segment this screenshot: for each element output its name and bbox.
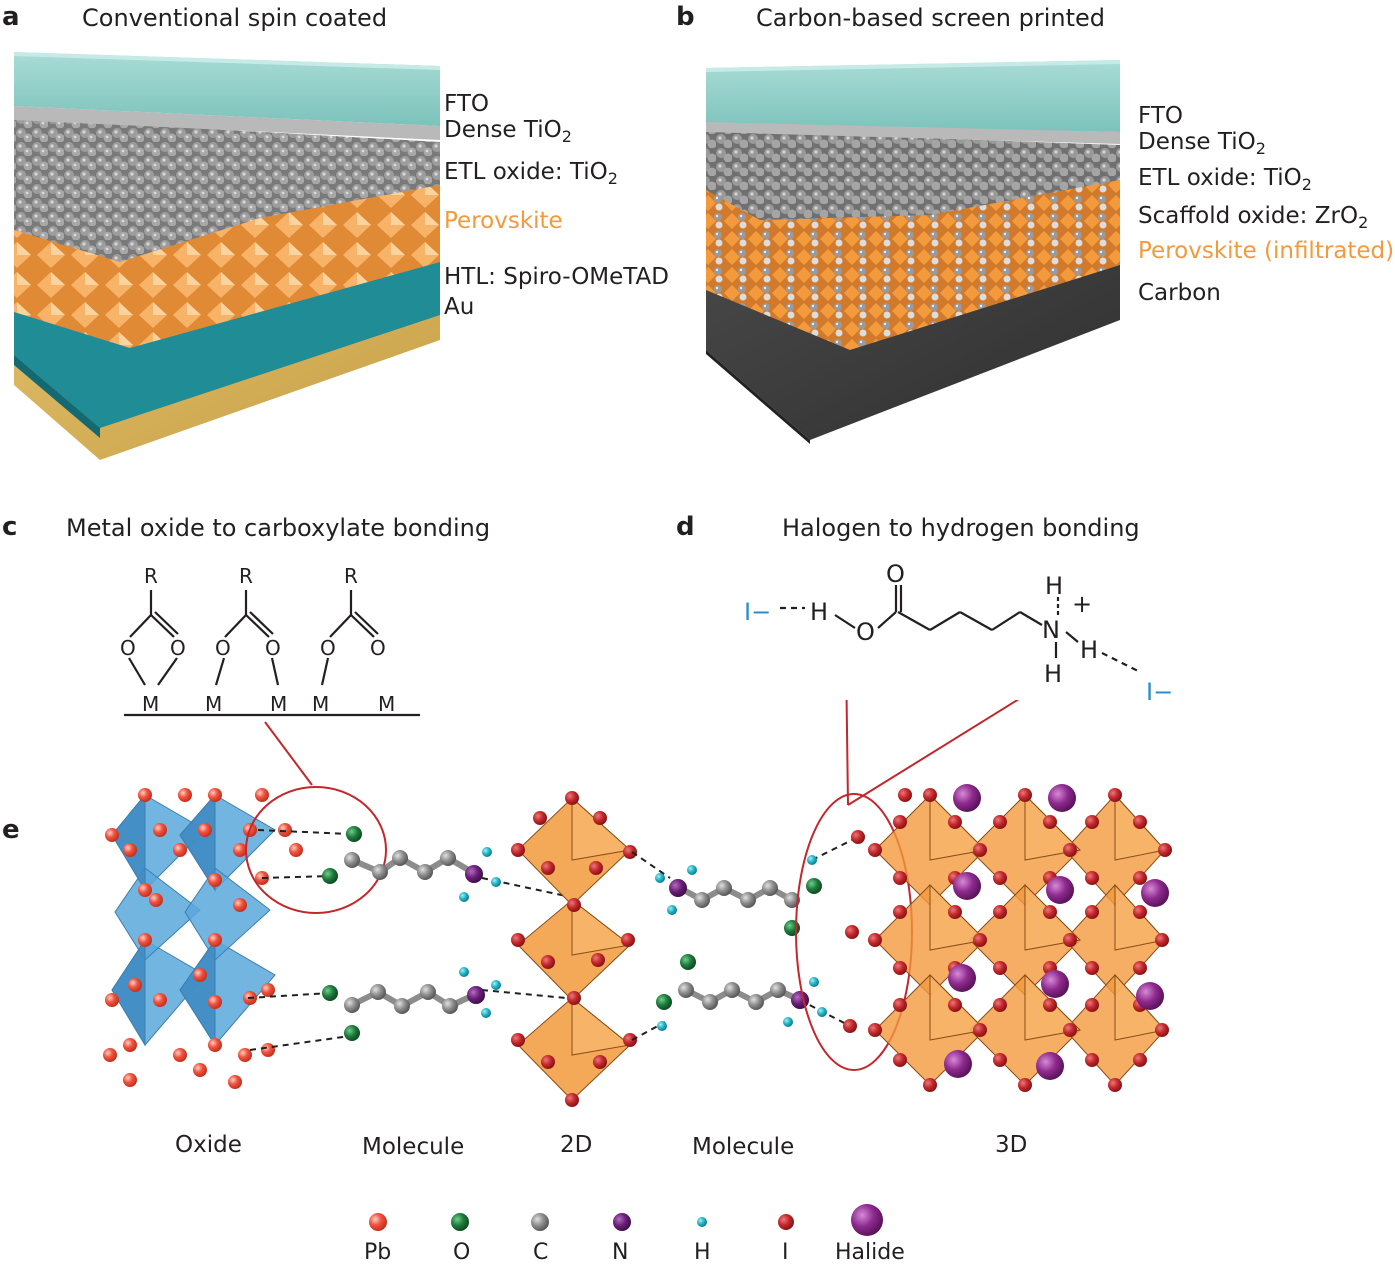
panel-a-label: a (2, 2, 20, 32)
oxygen-2b: O (265, 636, 281, 660)
2d-perovskite-octahedra (517, 796, 632, 1101)
section-label-molecule-1: Molecule (362, 1134, 465, 1160)
oxygen-2a: O (215, 636, 231, 660)
legend-marker-pb (369, 1213, 387, 1231)
legend-label-halide: Halide (835, 1240, 905, 1265)
iodide-left: I− (744, 598, 771, 626)
oxygen-1b: O (170, 636, 186, 660)
ammonium-nitrogen: N (1042, 616, 1060, 644)
section-label-3d: 3D (995, 1132, 1028, 1158)
molecule-2-bottom (631, 954, 851, 1041)
panel-b-title: Carbon-based screen printed (756, 4, 1105, 32)
r-group-2: R (239, 564, 253, 588)
panel-b-scaffold-label: Scaffold oxide: ZrO2 (1138, 203, 1369, 232)
legend-marker-o (451, 1213, 469, 1231)
panel-a-htl-label: HTL: Spiro-OMeTAD (444, 264, 670, 290)
ammonium-charge: + (1072, 590, 1092, 618)
panel-d-title: Halogen to hydrogen bonding (782, 514, 1140, 542)
tio2-mesoporous-layer (14, 118, 440, 262)
panel-a-au-label: Au (444, 294, 475, 320)
3d-halide-atoms (944, 784, 1169, 1080)
iodide-right: I− (1146, 678, 1173, 706)
panel-a-title: Conventional spin coated (82, 4, 388, 32)
panel-e-interface-illustration (103, 700, 1172, 1107)
oxide-pb-atoms (103, 788, 303, 1089)
legend-markers (369, 1204, 883, 1236)
panel-c-label: c (2, 512, 18, 542)
legend-marker-i (778, 1214, 794, 1230)
panel-a-etl-label: ETL oxide: TiO2 (444, 159, 618, 188)
section-label-2d: 2D (560, 1132, 593, 1158)
legend-label-o: O (453, 1240, 471, 1265)
legend-marker-c (531, 1213, 549, 1231)
ammonium-hydrogen-top: H (1045, 572, 1063, 600)
legend-marker-n (613, 1213, 631, 1231)
panel-b-dense-tio2-label: Dense TiO2 (1138, 129, 1266, 158)
fto-glass-layer (706, 60, 1120, 132)
fto-glass-layer (14, 52, 440, 126)
3d-iodide-atoms (843, 788, 1172, 1092)
r-group-1: R (144, 564, 158, 588)
panel-e-label: e (2, 815, 20, 845)
carbonyl-oxygen: O (886, 560, 905, 588)
panel-c-title: Metal oxide to carboxylate bonding (66, 514, 491, 542)
legend-label-i: I (782, 1240, 789, 1265)
hydrogen-bonding-structure: H O O H + N H H I− I− (744, 560, 1173, 706)
metal-3: M (270, 692, 287, 716)
section-label-molecule-2: Molecule (692, 1134, 795, 1160)
panel-b-perovskite-label: Perovskite (infiltrated) (1138, 238, 1395, 264)
carboxylate-bonding-structure: R R R O O O O O O M M M M M (120, 564, 420, 717)
metal-4: M (312, 692, 329, 716)
3d-perovskite-octahedra (874, 793, 1166, 1086)
legend-label-h: H (694, 1240, 711, 1265)
panel-b-etl-label: ETL oxide: TiO2 (1138, 165, 1312, 194)
molecule-2-top (631, 836, 859, 936)
r-group-3: R (344, 564, 358, 588)
callout-c (245, 721, 387, 914)
tio2-mesoporous-layer (706, 130, 1120, 220)
panel-a-dense-tio2-label: Dense TiO2 (444, 117, 572, 146)
dense-tio2-layer (706, 120, 1120, 144)
oxygen-3a: O (320, 636, 336, 660)
molecule-1-top (257, 826, 567, 902)
metal-1: M (142, 692, 159, 716)
oxygen-3b: O (370, 636, 386, 660)
panel-a-perovskite-label: Perovskite (444, 208, 563, 234)
panel-a-device-illustration (14, 52, 440, 460)
legend-label-c: C (533, 1240, 549, 1265)
ammonium-hydrogen-bottom: H (1044, 660, 1062, 688)
legend-label-n: N (612, 1240, 629, 1265)
hydroxyl-oxygen: O (856, 618, 875, 646)
legend-label-pb: Pb (364, 1240, 392, 1265)
2d-iodide-atoms (511, 791, 637, 1107)
dense-tio2-layer (14, 106, 440, 140)
section-label-oxide: Oxide (175, 1132, 242, 1158)
oxygen-1a: O (120, 636, 136, 660)
hydroxyl-hydrogen: H (810, 598, 828, 626)
metal-2: M (205, 692, 222, 716)
panel-b-device-illustration (706, 60, 1120, 444)
molecule-1-bottom (247, 967, 567, 1051)
panel-b-carbon-label: Carbon (1138, 280, 1221, 306)
legend-marker-halide (851, 1204, 883, 1236)
panel-d-label: d (676, 512, 695, 542)
legend-marker-h (697, 1217, 707, 1227)
ammonium-hydrogen-right: H (1080, 636, 1098, 664)
panel-b-fto-label: FTO (1138, 103, 1183, 129)
panel-a-fto-label: FTO (444, 91, 489, 117)
oxide-octahedra (111, 793, 276, 1047)
panel-b-label: b (676, 2, 695, 32)
metal-5: M (378, 692, 395, 716)
